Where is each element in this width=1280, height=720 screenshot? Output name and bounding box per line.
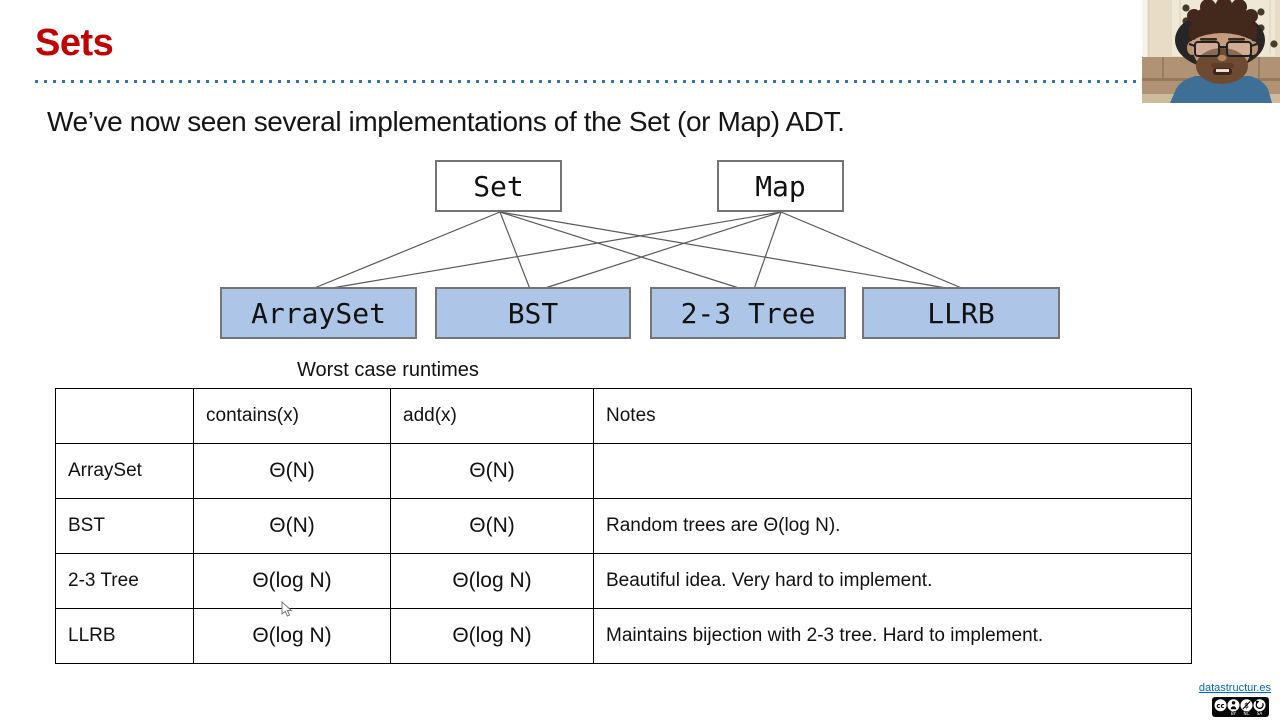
- header-notes: Notes: [593, 388, 1192, 444]
- cell-bst-add: Θ(N): [390, 498, 594, 554]
- cell-arrayset-contains: Θ(N): [193, 443, 391, 499]
- nc-icon: $: [1240, 699, 1253, 712]
- header-impl: [55, 388, 194, 444]
- table-row-bst: BST Θ(N) Θ(N) Random trees are Θ(log N).: [55, 498, 1192, 554]
- title-divider: [35, 80, 1138, 83]
- impl-box-arrayset: ArraySet: [220, 287, 417, 339]
- cell-bst-name: BST: [55, 498, 194, 554]
- webcam-scene: [1142, 0, 1280, 103]
- edge-set-23tree: [499, 211, 743, 290]
- cell-2-3-tree-notes: Beautiful idea. Very hard to implement.: [593, 553, 1192, 609]
- cell-llrb-add: Θ(log N): [390, 608, 594, 664]
- window-strip: [1142, 0, 1148, 103]
- cell-2-3-tree-name: 2-3 Tree: [55, 553, 194, 609]
- impl-box-2-3-tree-label: 2-3 Tree: [680, 296, 816, 330]
- svg-text:SA: SA: [1257, 711, 1263, 716]
- edge-map-llrb: [780, 211, 965, 290]
- svg-text:BY: BY: [1231, 711, 1237, 716]
- cell-llrb-contains: Θ(log N): [193, 608, 391, 664]
- webcam-video: [1142, 0, 1280, 103]
- cc-icon: cc: [1214, 699, 1227, 712]
- cell-bst-notes: Random trees are Θ(log N).: [593, 498, 1192, 554]
- table-row-llrb: LLRB Θ(log N) Θ(log N) Maintains bijecti…: [55, 608, 1192, 664]
- edge-set-bst: [499, 211, 531, 290]
- person-hair: [1187, 0, 1258, 40]
- svg-text:cc: cc: [1216, 702, 1224, 710]
- cell-arrayset-add: Θ(N): [390, 443, 594, 499]
- window-strip-edge: [1147, 0, 1150, 103]
- person-shirt: [1170, 76, 1272, 103]
- cc-license-badge: cc $ BY NC SA: [1212, 697, 1269, 717]
- adt-box-map: Map: [717, 160, 844, 212]
- edge-map-23tree: [753, 211, 782, 290]
- runtime-table: contains(x) add(x) Notes ArraySet Θ(N) Θ…: [55, 388, 1192, 664]
- intro-text: We’ve now seen several implementations o…: [47, 106, 845, 137]
- cell-arrayset-notes: [593, 443, 1192, 499]
- svg-text:NC: NC: [1243, 711, 1249, 716]
- person-glasses: [1188, 41, 1258, 57]
- impl-box-2-3-tree: 2-3 Tree: [650, 287, 846, 339]
- edge-set-arrayset: [311, 211, 501, 290]
- cell-llrb-notes: Maintains bijection with 2-3 tree. Hard …: [593, 608, 1192, 664]
- header-add: add(x): [390, 388, 594, 444]
- impl-box-arrayset-label: ArraySet: [251, 296, 386, 330]
- site-link[interactable]: datastructur.es: [1198, 682, 1271, 694]
- cell-bst-contains: Θ(N): [193, 498, 391, 554]
- adt-box-set-label: Set: [473, 169, 524, 203]
- person-eyebrow-right: [1228, 38, 1245, 41]
- person-teeth: [1216, 69, 1229, 72]
- edge-map-bst: [541, 211, 782, 290]
- table-row-arrayset: ArraySet Θ(N) Θ(N): [55, 443, 1192, 499]
- by-icon: [1227, 699, 1240, 712]
- cell-2-3-tree-add: Θ(log N): [390, 553, 594, 609]
- adt-box-map-label: Map: [755, 169, 806, 203]
- table-caption: Worst case runtimes: [297, 359, 479, 381]
- sa-icon: [1253, 699, 1266, 712]
- person-mustache: [1211, 63, 1234, 68]
- table-row-2-3-tree: 2-3 Tree Θ(log N) Θ(log N) Beautiful ide…: [55, 553, 1192, 609]
- edge-map-arrayset: [325, 211, 782, 290]
- adt-box-set: Set: [435, 160, 562, 212]
- edge-set-llrb: [499, 211, 953, 290]
- impl-box-llrb: LLRB: [862, 287, 1060, 339]
- header-contains: contains(x): [193, 388, 391, 444]
- impl-box-llrb-label: LLRB: [927, 296, 995, 330]
- impl-box-bst-label: BST: [507, 296, 559, 330]
- person-nose: [1217, 54, 1227, 62]
- impl-box-bst: BST: [435, 287, 631, 339]
- mouse-cursor: [281, 601, 293, 617]
- cell-arrayset-name: ArraySet: [55, 443, 194, 499]
- cell-llrb-name: LLRB: [55, 608, 194, 664]
- page-title: Sets: [35, 22, 114, 64]
- table-header-row: contains(x) add(x) Notes: [55, 388, 1192, 444]
- person-eyebrow-left: [1200, 38, 1217, 41]
- cell-2-3-tree-contains: Θ(log N): [193, 553, 391, 609]
